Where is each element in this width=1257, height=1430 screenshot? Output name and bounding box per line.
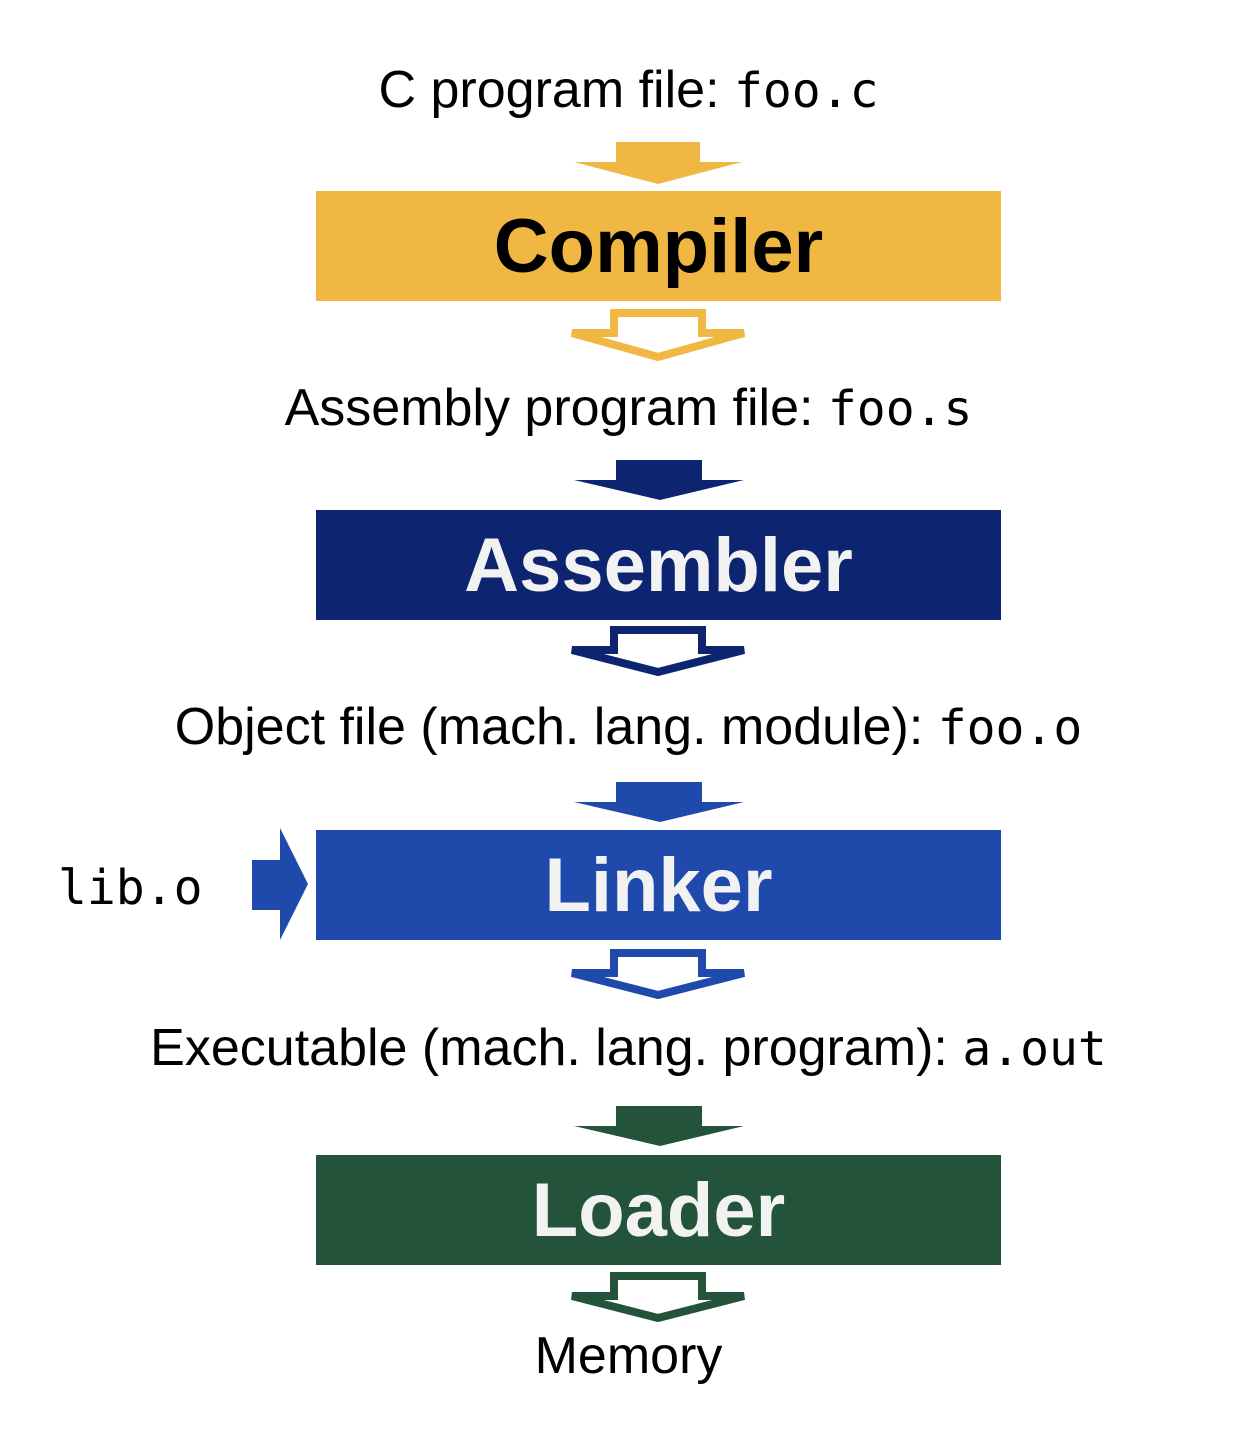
arrow-lib-to-linker-icon: [252, 828, 308, 940]
arrow-to-compiler-icon: [574, 142, 742, 184]
assembly-file-name: foo.s: [827, 381, 973, 437]
assembly-file-text: Assembly program file:: [284, 379, 828, 437]
arrow-from-assembler-icon: [571, 626, 745, 676]
object-file-text: Object file (mach. lang. module):: [174, 698, 938, 756]
arrow-to-loader-icon: [574, 1106, 744, 1146]
loader-label: Loader: [531, 1167, 786, 1253]
c-file-name: foo.c: [733, 63, 879, 119]
assembly-program-file-label: Assembly program file: foo.s: [0, 378, 1257, 439]
arrow-to-linker-icon: [574, 782, 744, 822]
linker-label: Linker: [544, 842, 773, 928]
c-program-file-text: C program file:: [378, 61, 734, 119]
loader-box: Loader: [316, 1155, 1001, 1265]
arrow-to-assembler-icon: [574, 460, 744, 500]
arrow-from-loader-icon: [571, 1272, 745, 1322]
assembler-box: Assembler: [316, 510, 1001, 620]
c-program-file-label: C program file: foo.c: [0, 60, 1257, 121]
arrow-from-linker-icon: [571, 949, 745, 999]
object-file-name: foo.o: [937, 700, 1083, 756]
arrow-from-compiler-icon: [570, 309, 746, 361]
lib-o-label: lib.o: [58, 860, 203, 916]
object-file-label: Object file (mach. lang. module): foo.o: [0, 697, 1257, 758]
linker-box: Linker: [316, 830, 1001, 940]
assembler-label: Assembler: [464, 522, 853, 608]
executable-file-name: a.out: [962, 1021, 1107, 1077]
compiler-label: Compiler: [493, 203, 824, 289]
executable-file-text: Executable (mach. lang. program):: [150, 1019, 963, 1077]
executable-file-label: Executable (mach. lang. program): a.out: [0, 1018, 1257, 1079]
compiler-box: Compiler: [316, 191, 1001, 301]
memory-label: Memory: [534, 1327, 723, 1385]
